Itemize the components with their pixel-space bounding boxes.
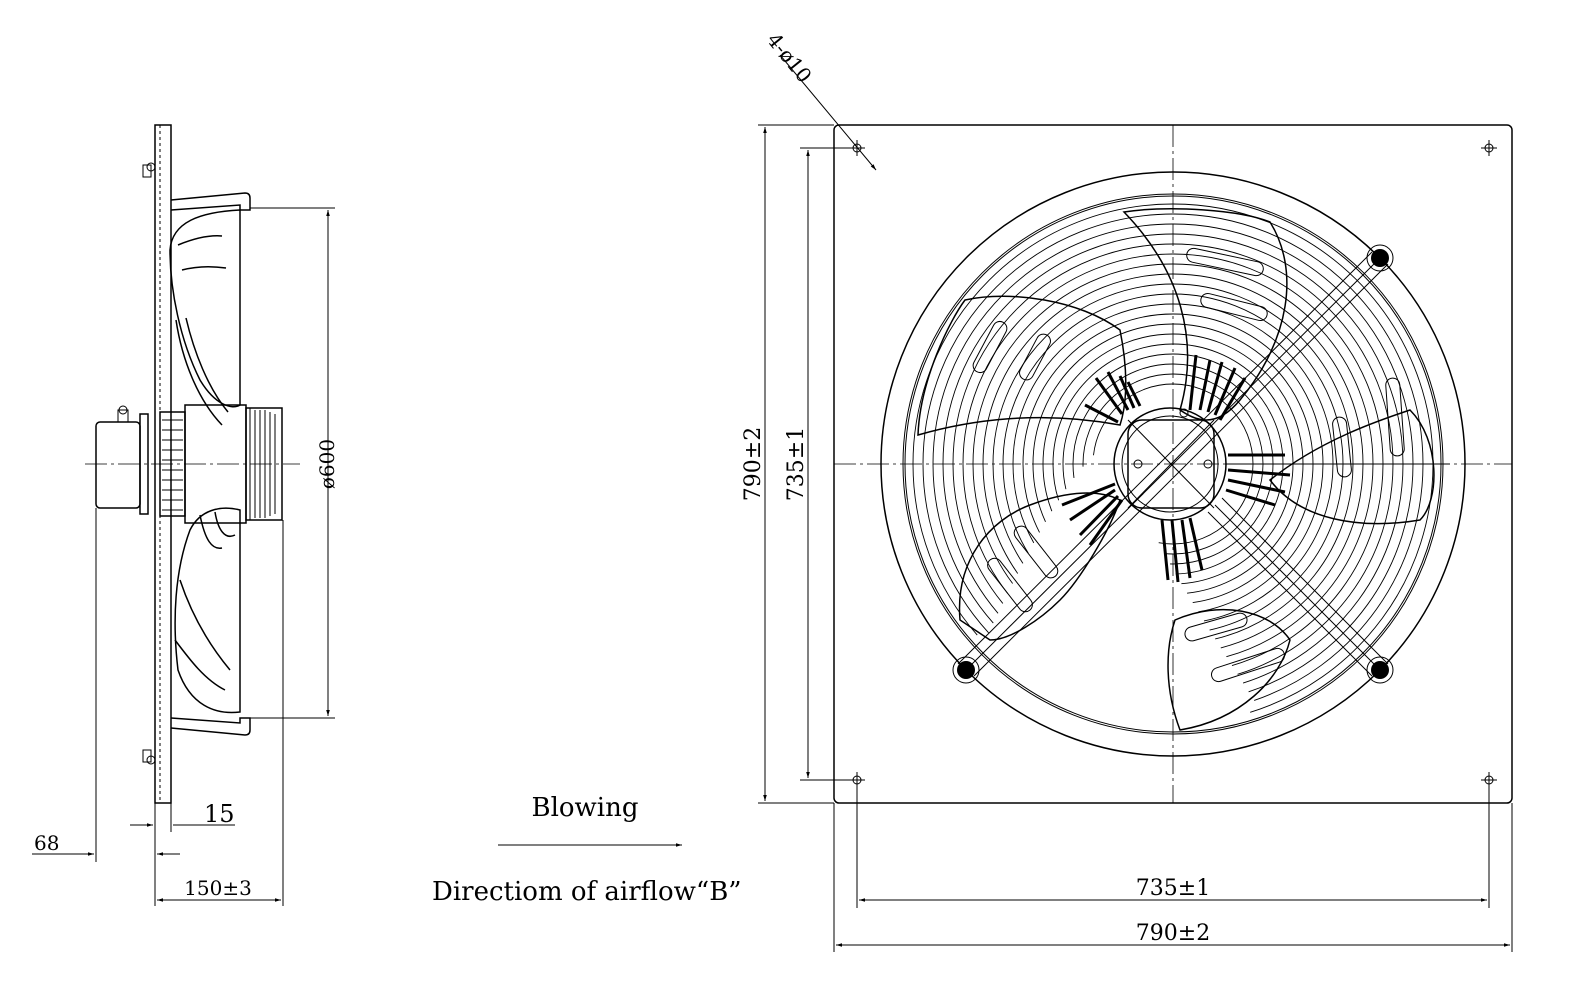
overhang-dimension: 68	[32, 508, 180, 862]
height-outer-dimension: 790±2	[741, 124, 834, 804]
blade-profiles	[169, 209, 241, 714]
height-inner-dimension: 735±1	[784, 147, 852, 781]
width-outer-label: 790±2	[1136, 921, 1210, 946]
width-outer-dimension: 790±2	[833, 803, 1513, 952]
blade-left	[917, 295, 1127, 437]
height-inner-label: 735±1	[784, 427, 809, 501]
venturi-ring	[170, 192, 251, 736]
flange-label: 15	[204, 800, 235, 828]
airflow-mode-label: Blowing	[531, 793, 638, 823]
blade-top	[1122, 208, 1288, 421]
airflow-direction-label: Directiom of airflow“B”	[432, 877, 742, 907]
flange-dimension: 15	[130, 800, 235, 832]
width-inner-dimension: 735±1	[856, 785, 1490, 908]
airflow-annotation: Blowing Directiom of airflow“B”	[432, 793, 742, 907]
terminal-box	[95, 405, 149, 515]
blade-bottom-left	[958, 492, 1121, 641]
diameter-dimension: ø600	[250, 207, 339, 719]
hole-label: 4-ø10	[762, 28, 817, 87]
height-outer-label: 790±2	[741, 427, 766, 501]
blade-bottom	[1167, 608, 1291, 731]
depth-dimension: 150±3	[154, 520, 284, 906]
depth-label: 150±3	[184, 876, 252, 900]
front-view: 4-ø10 790±2 735±1 735±1 790±2	[741, 28, 1513, 952]
venturi-outer	[880, 171, 1466, 757]
blade-slots	[972, 247, 1405, 683]
side-view: ø600 15 68 150±3	[32, 124, 339, 906]
overhang-label: 68	[34, 831, 59, 855]
cooling-fins	[1061, 354, 1291, 583]
bracket-bottom	[142, 749, 156, 765]
hub	[1113, 407, 1227, 521]
hole-dimension: 4-ø10	[762, 28, 877, 171]
width-inner-label: 735±1	[1136, 876, 1210, 901]
diameter-label: ø600	[315, 439, 339, 489]
bracket-top	[142, 162, 156, 178]
